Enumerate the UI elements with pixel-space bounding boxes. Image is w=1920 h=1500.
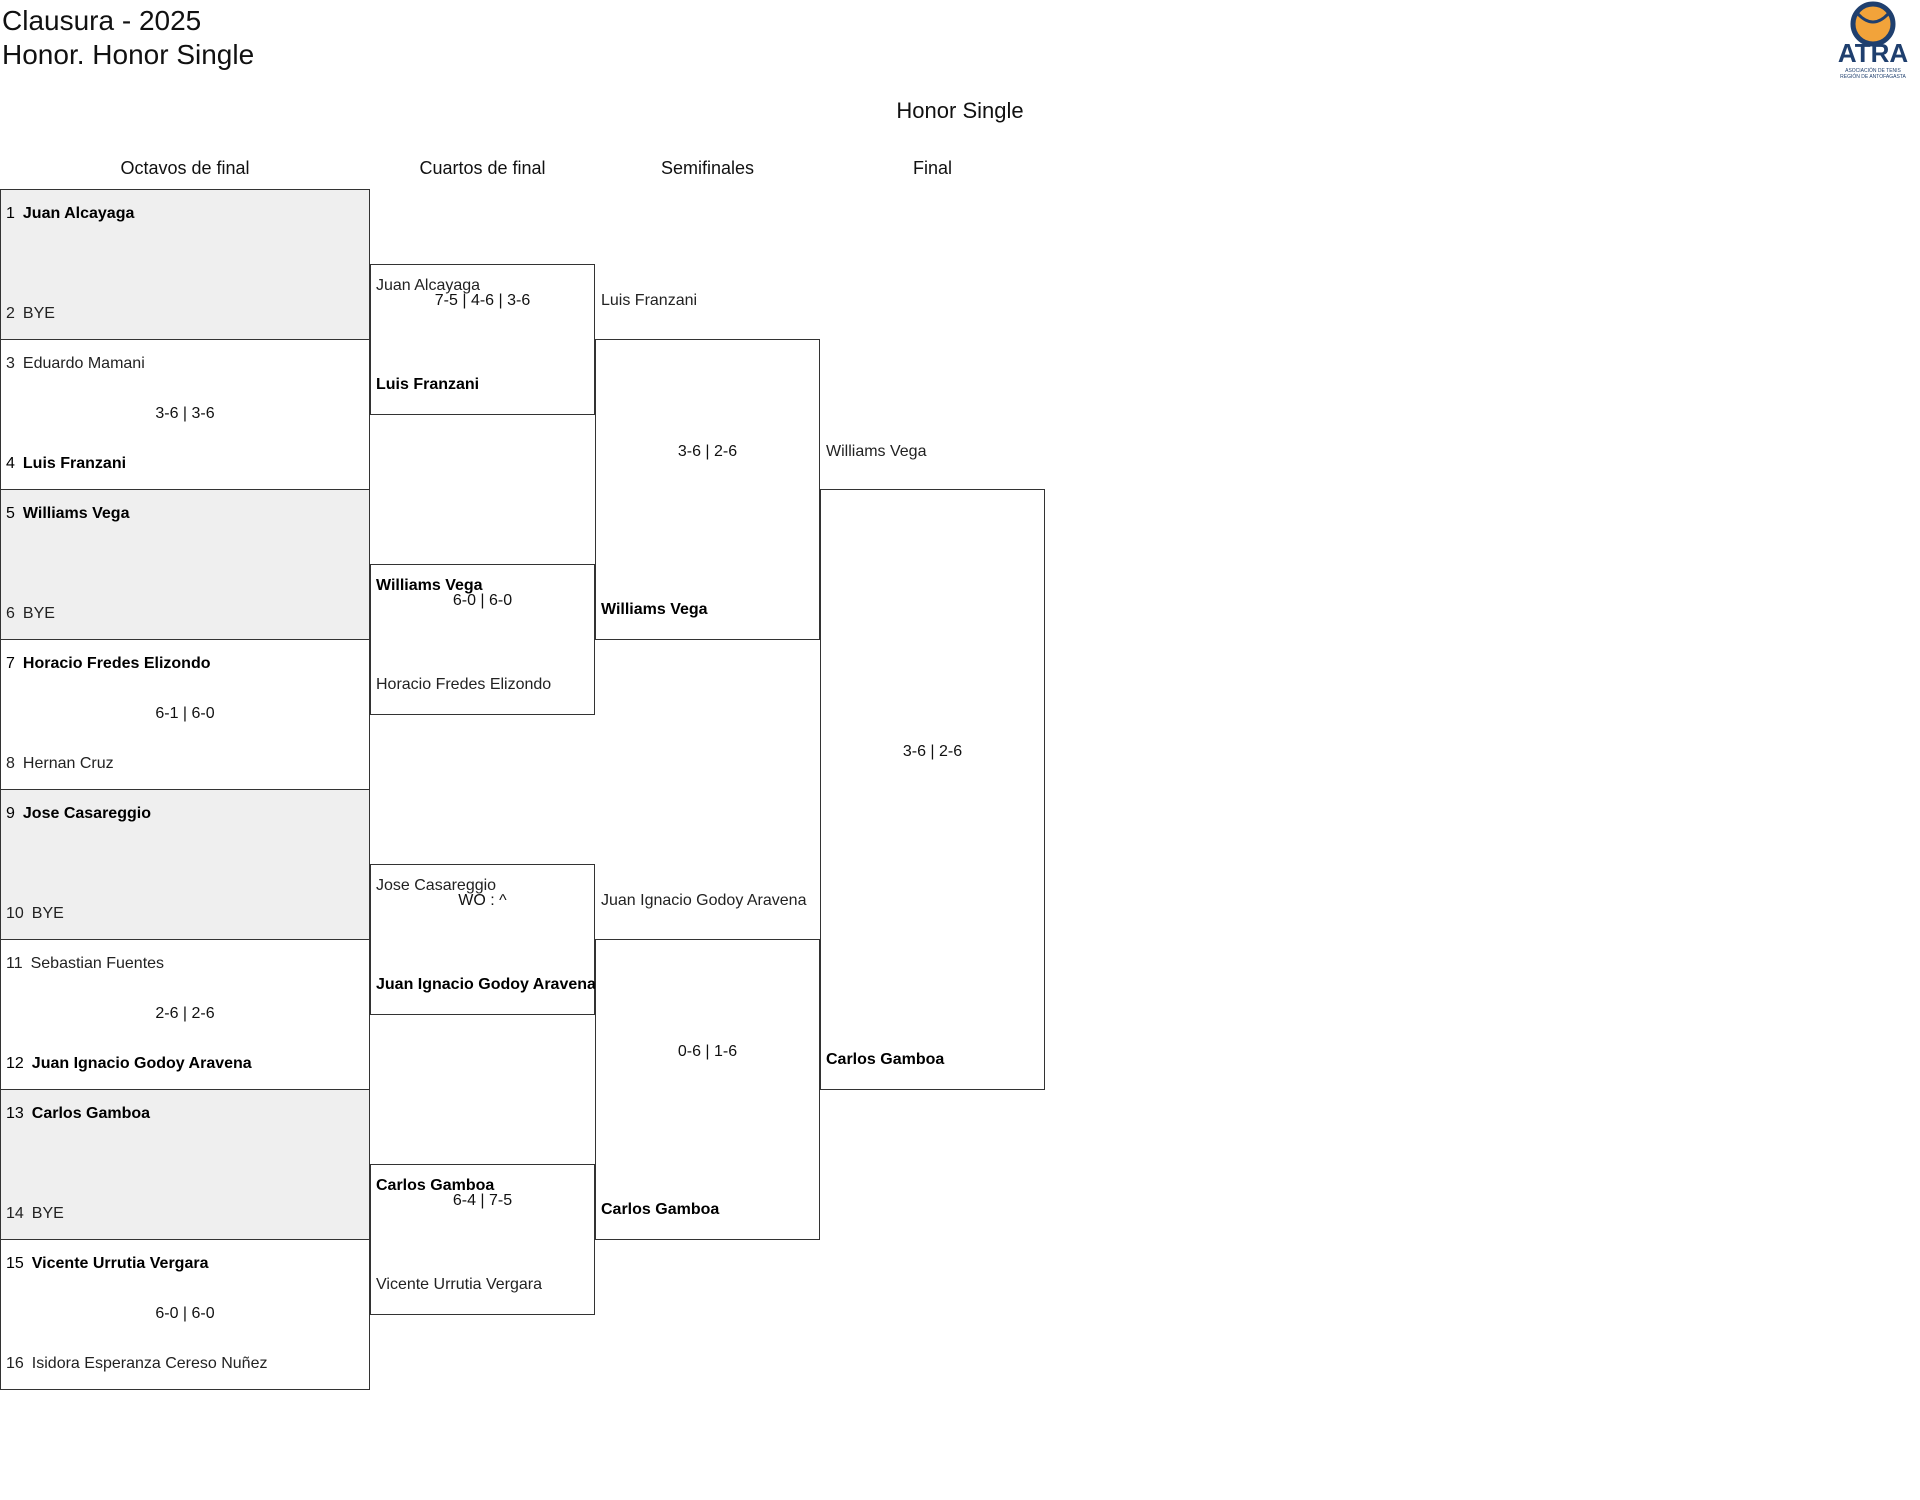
logo-subtext-1: ASOCIACIÓN DE TENIS [1845, 67, 1901, 74]
seed-number: 8 [6, 755, 15, 772]
final-player: Carlos Gamboa [826, 1051, 945, 1068]
player-name: Jose Casareggio [22, 805, 151, 822]
seed-number: 9 [6, 805, 15, 822]
match-score: WO : ^ [458, 892, 507, 909]
round1-player: 6 BYE [6, 602, 55, 626]
round1-match-box [0, 1089, 370, 1240]
round3-player: Juan Ignacio Godoy Aravena [601, 892, 807, 909]
seed-number: 6 [6, 605, 15, 622]
round1-player: 3 Eduardo Mamani [6, 352, 145, 376]
seed-number: 11 [6, 955, 23, 972]
round3-connector [595, 339, 820, 640]
round2-player: Vicente Urrutia Vergara [376, 1276, 543, 1293]
round1-player: 16 Isidora Esperanza Cereso Nuñez [6, 1352, 267, 1376]
player-name: Sebastian Fuentes [30, 955, 165, 972]
round2-connector [370, 864, 595, 1015]
round-title-octavos: Octavos de final [120, 158, 250, 178]
atra-logo: ATRA ASOCIACIÓN DE TENIS REGIÓN DE ANTOF… [1832, 0, 1914, 82]
round1-match-box [0, 1239, 370, 1390]
match-score: 6-4 | 7-5 [452, 1192, 513, 1209]
match-score: 6-0 | 6-0 [452, 592, 513, 609]
seed-number: 3 [6, 355, 15, 372]
round1-player: 8 Hernan Cruz [6, 752, 114, 776]
round1-player: 14 BYE [6, 1202, 64, 1226]
player-name: Williams Vega [22, 505, 130, 522]
seed-number: 2 [6, 305, 15, 322]
match-score: 0-6 | 1-6 [677, 1043, 738, 1060]
round3-connector [595, 939, 820, 1240]
round2-player: Luis Franzani [376, 376, 480, 393]
match-score: 6-1 | 6-0 [155, 705, 215, 722]
round1-player: 12 Juan Ignacio Godoy Aravena [6, 1052, 252, 1076]
round2-player: Jose Casareggio [376, 877, 497, 894]
round1-match-box [0, 189, 370, 340]
match-score: 3-6 | 3-6 [155, 405, 215, 422]
match-score: 3-6 | 2-6 [902, 743, 963, 760]
round-title-cuartos: Cuartos de final [419, 158, 546, 178]
round2-player: Williams Vega [376, 577, 483, 594]
player-name: Juan Ignacio Godoy Aravena [31, 1055, 252, 1072]
player-name: Vicente Urrutia Vergara [31, 1255, 209, 1272]
round1-match-box [0, 789, 370, 940]
round3-player: Carlos Gamboa [601, 1201, 720, 1218]
player-name: Eduardo Mamani [22, 355, 145, 372]
round1-player: 13 Carlos Gamboa [6, 1102, 150, 1126]
round2-player: Horacio Fredes Elizondo [376, 676, 552, 693]
seed-number: 13 [6, 1105, 24, 1122]
round1-player: 7 Horacio Fredes Elizondo [6, 652, 211, 676]
match-score: 6-0 | 6-0 [155, 1305, 215, 1322]
round2-player: Juan Ignacio Godoy Aravena [376, 976, 596, 993]
round1-player: 11 Sebastian Fuentes [6, 952, 164, 976]
match-score: 7-5 | 4-6 | 3-6 [434, 292, 531, 309]
round2-connector [370, 1164, 595, 1315]
seed-number: 12 [6, 1055, 24, 1072]
round1-player: 10 BYE [6, 902, 64, 926]
round2-player: Juan Alcayaga [376, 277, 481, 294]
seed-number: 7 [6, 655, 15, 672]
round3-player: Luis Franzani [601, 292, 698, 309]
seed-number: 1 [6, 205, 15, 222]
seed-number: 16 [6, 1355, 24, 1372]
round-title-final: Final [912, 158, 952, 178]
round2-player: Carlos Gamboa [376, 1177, 495, 1194]
category-title: Honor. Honor Single [2, 39, 255, 70]
round1-player: 2 BYE [6, 302, 55, 326]
draw-title: Honor Single [896, 98, 1024, 123]
round1-player: 5 Williams Vega [6, 502, 129, 526]
round1-player: 4 Luis Franzani [6, 452, 126, 476]
round1-player: 9 Jose Casareggio [6, 802, 151, 826]
round1-player: 15 Vicente Urrutia Vergara [6, 1252, 208, 1276]
seed-number: 15 [6, 1255, 24, 1272]
player-name: BYE [31, 905, 64, 922]
player-name: BYE [31, 1205, 64, 1222]
round3-player: Williams Vega [601, 601, 708, 618]
seed-number: 4 [6, 455, 15, 472]
logo-subtext-2: REGIÓN DE ANTOFAGASTA [1840, 73, 1906, 80]
round-title-semis: Semifinales [660, 158, 755, 178]
player-name: Carlos Gamboa [31, 1105, 151, 1122]
final-player: Williams Vega [826, 443, 927, 460]
seed-number: 14 [6, 1205, 24, 1222]
tournament-title: Clausura - 2025 [2, 5, 202, 36]
match-score: 3-6 | 2-6 [677, 443, 738, 460]
match-score: 2-6 | 2-6 [155, 1005, 215, 1022]
logo-text: ATRA [1838, 38, 1909, 68]
player-name: Juan Alcayaga [22, 205, 135, 222]
player-name: Hernan Cruz [22, 755, 114, 772]
round1-match-box [0, 489, 370, 640]
round1-player: 1 Juan Alcayaga [6, 202, 134, 226]
player-name: Luis Franzani [22, 455, 127, 472]
player-name: BYE [22, 305, 55, 322]
round2-connector [370, 264, 595, 415]
final-connector [820, 489, 1045, 1090]
seed-number: 10 [6, 905, 24, 922]
player-name: Horacio Fredes Elizondo [22, 655, 211, 672]
round2-connector [370, 564, 595, 715]
player-name: BYE [22, 605, 55, 622]
seed-number: 5 [6, 505, 15, 522]
player-name: Isidora Esperanza Cereso Nuñez [31, 1355, 268, 1372]
